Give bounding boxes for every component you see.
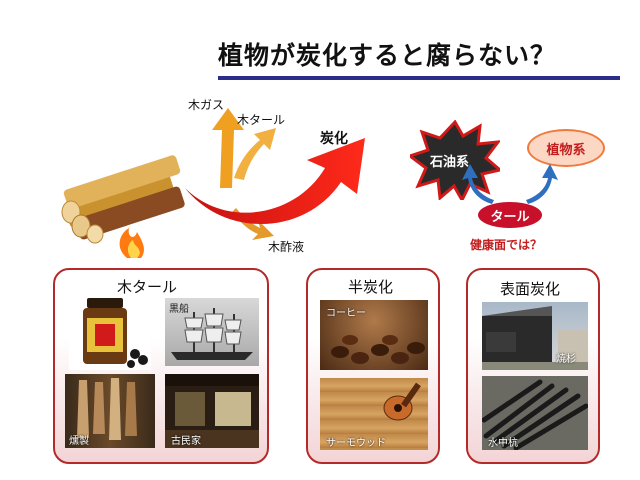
smoked-fish-photo: 燻製 — [65, 374, 155, 448]
semi-carbonization-panel-title: 半炭化 — [348, 278, 394, 296]
fire-icon — [119, 228, 144, 258]
black-ship-caption: 黒船 — [169, 304, 189, 315]
wood-tar-panel-title: 木タール — [117, 278, 178, 296]
tar-badge: タール — [478, 202, 542, 228]
wood-tar-arrow-icon — [234, 128, 276, 180]
thermowood-photo: サーモウッド — [320, 378, 428, 450]
underwater-stakes-caption: 水中杭 — [488, 438, 518, 449]
coffee-beans-photo: コーヒー — [320, 300, 428, 370]
wood-tar-label: 木タール — [237, 113, 286, 127]
arrow-to-plant-icon — [526, 164, 558, 204]
smoked-caption: 燻製 — [69, 436, 89, 447]
arrow-to-petroleum-icon — [462, 164, 494, 204]
charred-cedar-caption: 焼杉 — [556, 354, 576, 365]
logs-with-fire-illustration — [61, 155, 185, 258]
plant-based-label: 植物系 — [546, 142, 586, 158]
health-question-label: 健康面では？ — [470, 238, 543, 252]
seirogan-jar-photo — [69, 294, 151, 370]
carbonization-label: 炭化 — [320, 131, 348, 147]
wood-gas-label: 木ガス — [188, 98, 225, 112]
thermowood-caption: サーモウッド — [326, 438, 386, 449]
petroleum-burst-shape — [410, 120, 500, 200]
wood-gas-arrow-icon — [212, 108, 244, 188]
tar-branch-arrows — [462, 164, 558, 204]
semi-carbonization-panel: 半炭化 コーヒー サーモウッド — [306, 268, 440, 464]
charred-cedar-photo: 焼杉 — [482, 302, 588, 370]
wood-vinegar-label: 木酢液 — [268, 240, 305, 254]
firewood-logs-icon — [61, 155, 185, 244]
tar-label: タール — [490, 209, 530, 225]
underwater-stakes-photo: 水中杭 — [482, 376, 588, 450]
old-house-photo: 古民家 — [165, 374, 259, 448]
old-house-caption: 古民家 — [171, 436, 201, 447]
black-ship-photo: 黒船 — [165, 298, 259, 366]
surface-carbonization-panel-title: 表面炭化 — [500, 280, 561, 298]
wood-tar-panel: 木タール 黒船 燻製 — [53, 268, 269, 464]
surface-carbonization-panel: 表面炭化 焼杉 水中杭 — [466, 268, 600, 464]
carbonization-arrow-icon — [185, 138, 365, 225]
page-title: 植物が炭化すると腐らない？ — [218, 41, 557, 70]
plant-based-badge: 植物系 — [527, 129, 605, 167]
coffee-caption: コーヒー — [326, 308, 366, 319]
title-underline — [218, 76, 620, 80]
petroleum-label: 石油系 — [430, 155, 470, 170]
